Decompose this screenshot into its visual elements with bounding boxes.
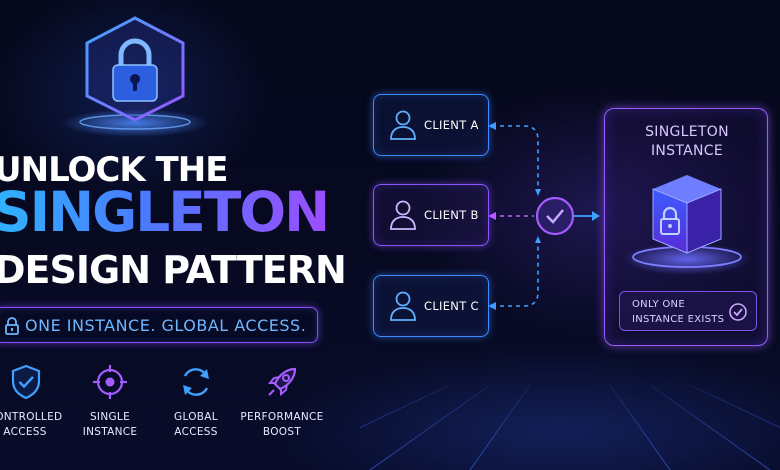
- feature-label-top: CONTROLLED: [0, 411, 63, 423]
- feature-label-bottom: ACCESS: [3, 426, 47, 438]
- feature-label-single-instance: SINGLE INSTANCE: [55, 410, 165, 440]
- tagline-box: ONE INSTANCE. GLOBAL ACCESS.: [0, 307, 318, 343]
- feature-label-global-access: GLOBAL ACCESS: [141, 410, 251, 440]
- feature-label-top: GLOBAL: [174, 411, 218, 423]
- refresh-icon: [183, 368, 209, 396]
- status-text-top: ONLY ONE: [632, 299, 685, 310]
- shield-check-icon: [11, 364, 41, 400]
- status-text: ONLY ONE INSTANCE EXISTS: [632, 297, 724, 327]
- singleton-instance-panel: SINGLETON INSTANCE: [604, 108, 768, 346]
- rocket-icon: [267, 367, 297, 397]
- headline-line-1: UNLOCK THE: [0, 150, 228, 190]
- feature-label-top: PERFORMANCE: [240, 411, 324, 423]
- padlock-icon: [5, 317, 19, 335]
- hub-check-icon: [535, 196, 575, 236]
- feature-label-bottom: INSTANCE: [82, 426, 138, 438]
- client-card-b: CLIENT B: [373, 184, 489, 246]
- feature-label-bottom: BOOST: [262, 426, 302, 438]
- feature-label-bottom: ACCESS: [174, 426, 218, 438]
- locked-cube-icon: [623, 175, 751, 275]
- hexagon-lock-icon: [61, 16, 209, 137]
- user-icon: [390, 291, 416, 321]
- status-box: ONLY ONE INSTANCE EXISTS: [619, 291, 757, 331]
- client-label: CLIENT C: [424, 299, 479, 313]
- client-card-a: CLIENT A: [373, 94, 489, 156]
- feature-label-controlled-access: CONTROLLED ACCESS: [0, 410, 80, 440]
- floor-grid: [360, 385, 780, 470]
- target-icon: [93, 365, 127, 399]
- feature-label-performance-boost: PERFORMANCE BOOST: [227, 410, 337, 440]
- headline-line-2: SINGLETON: [0, 180, 330, 244]
- singleton-title: SINGLETON INSTANCE: [605, 123, 769, 161]
- client-card-c: CLIENT C: [373, 275, 489, 337]
- status-text-bottom: INSTANCE EXISTS: [632, 314, 725, 325]
- singleton-title-bottom: INSTANCE: [650, 143, 724, 159]
- client-label: CLIENT B: [424, 208, 479, 222]
- feature-label-top: SINGLE: [89, 411, 131, 423]
- user-icon: [390, 110, 416, 140]
- headline-line-3: DESIGN PATTERN: [0, 248, 347, 292]
- check-circle-icon: [729, 303, 747, 321]
- client-label: CLIENT A: [424, 118, 479, 132]
- connector-lines: [488, 122, 600, 310]
- tagline-text: ONE INSTANCE. GLOBAL ACCESS.: [25, 316, 307, 335]
- user-icon: [390, 200, 416, 230]
- singleton-title-top: SINGLETON: [645, 124, 729, 140]
